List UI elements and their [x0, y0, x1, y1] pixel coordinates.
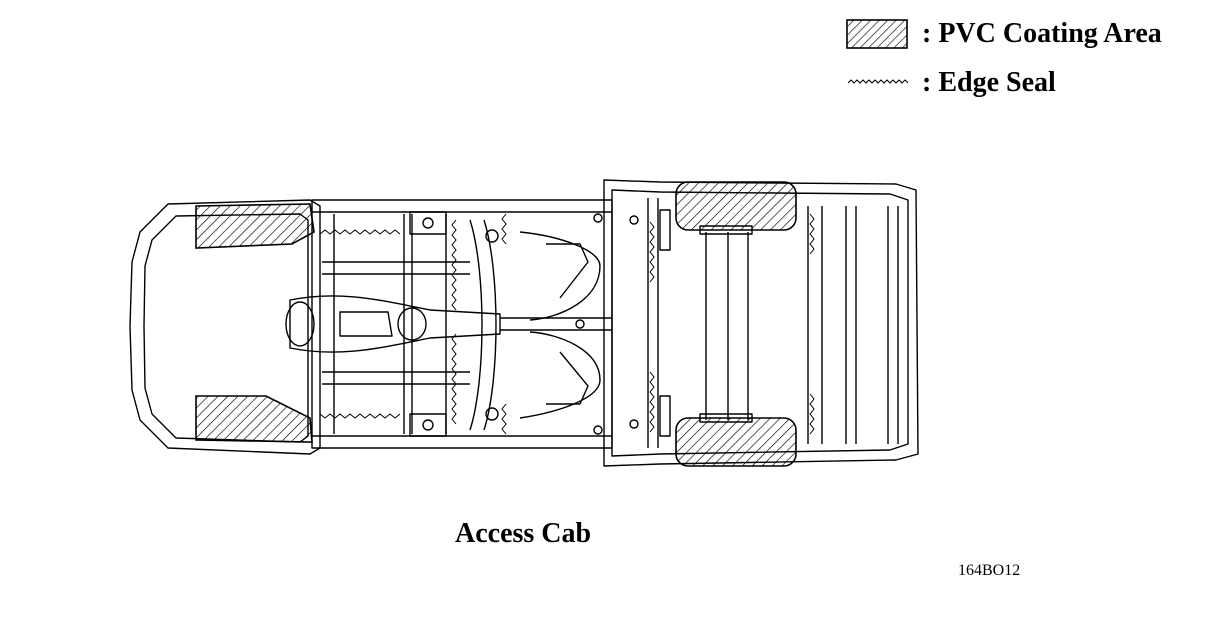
floor-pan	[311, 199, 613, 449]
wavy-line-icon	[847, 79, 908, 84]
figure-code: 164BO12	[958, 562, 1021, 579]
diagram-caption: Access Cab	[455, 518, 592, 549]
center-crossmember	[469, 219, 483, 431]
hatched-box-icon	[846, 19, 908, 49]
pvc-area-front-lower	[195, 395, 313, 443]
edge-seal-lines	[319, 213, 815, 435]
legend-edge-seal-row: : Edge Seal	[846, 67, 1056, 99]
legend-pvc-row: : PVC Coating Area	[846, 18, 1162, 50]
pvc-area-rear-lower	[675, 417, 797, 467]
floor-tunnel	[289, 295, 501, 353]
legend-pvc-label: : PVC Coating Area	[922, 18, 1162, 49]
pvc-area-rear-upper	[675, 181, 797, 231]
pvc-area-front-upper	[195, 203, 315, 249]
legend-edge-seal-label: : Edge Seal	[922, 67, 1056, 98]
